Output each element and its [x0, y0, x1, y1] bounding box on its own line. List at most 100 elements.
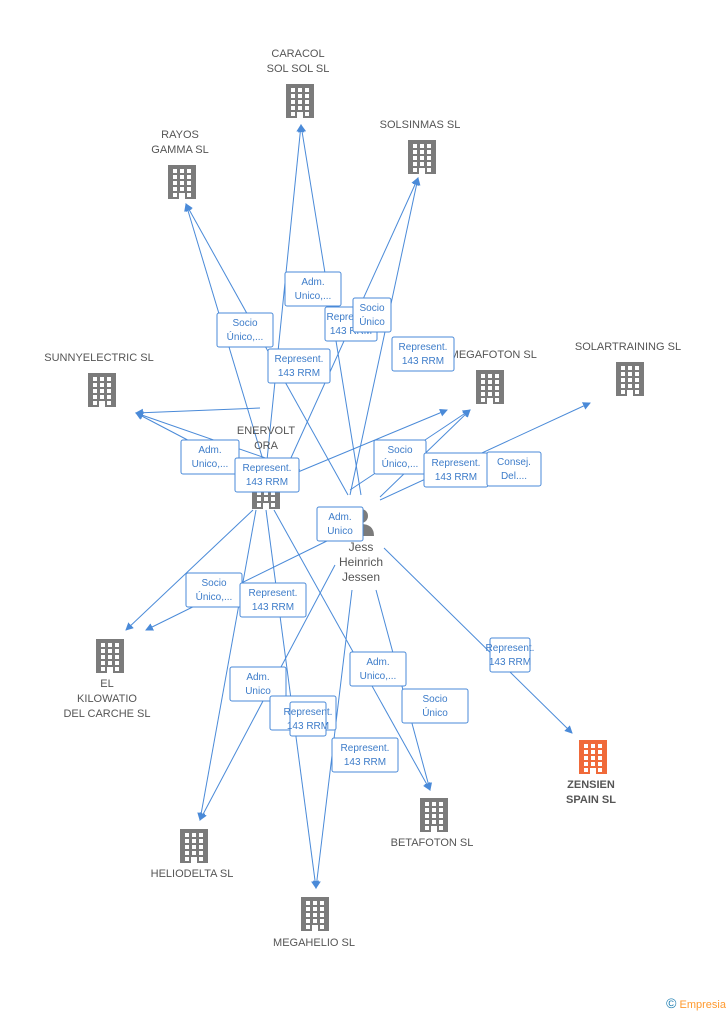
building-icon-megahelio[interactable] — [301, 897, 329, 931]
company-label-megahelio[interactable]: MEGAHELIO SL — [273, 937, 355, 949]
building-icon-heliodelta[interactable] — [180, 829, 208, 863]
relation-label-19[interactable]: Represent.143 RRM — [486, 637, 535, 673]
relation-label-text: Represent. — [284, 707, 333, 718]
relation-label-text: Unico,... — [295, 291, 332, 302]
relation-label-8[interactable]: SocioÚnico,... — [373, 439, 427, 475]
building-icon-sunnyelectric[interactable] — [88, 373, 116, 407]
relation-label-text: Del.... — [501, 471, 527, 482]
company-label-line: SPAIN SL — [566, 794, 616, 806]
relation-edge-8 — [135, 407, 261, 417]
relation-label-12[interactable]: SocioÚnico,... — [185, 572, 243, 608]
relation-label-text: Unico — [245, 686, 271, 697]
building-icon-solartraining[interactable] — [616, 362, 644, 396]
relation-edge-18 — [273, 509, 431, 791]
person-name-line: Jess — [349, 540, 374, 554]
relation-label-7[interactable]: Represent.143 RRM — [234, 457, 300, 493]
relation-label-text: Adm. — [328, 512, 351, 523]
relation-label-text: 143 RRM — [278, 368, 320, 379]
footer-brand[interactable]: © Empresia — [666, 995, 726, 1011]
company-label-solsinmas[interactable]: SOLSINMAS SL — [380, 119, 461, 131]
relation-label-6[interactable]: Adm. Unico,... — [180, 439, 240, 475]
building-icon-betafoton[interactable] — [420, 798, 448, 832]
relation-label-text: Socio — [232, 318, 257, 329]
relation-label-text: Represent. — [399, 342, 448, 353]
relation-label-text: 143 RRM — [252, 602, 294, 613]
company-label-line: BETAFOTON SL — [391, 837, 474, 849]
relation-label-text: Represent. — [327, 312, 376, 323]
relation-label-10[interactable]: Consej. Del.... — [486, 451, 542, 487]
relation-label-17[interactable]: Represent. 143 RRM — [284, 701, 333, 737]
person-name-line: Jessen — [342, 570, 380, 584]
building-icon-solsinmas[interactable] — [408, 140, 436, 174]
relation-edge-4 — [349, 177, 421, 496]
relation-label-text: Adm. — [301, 277, 324, 288]
relation-label-20[interactable]: Represent. 143 RRM — [331, 737, 399, 773]
relation-label-text: Único — [359, 315, 385, 328]
relation-edge-15 — [383, 547, 573, 734]
relation-label-text: Adm. — [366, 657, 389, 668]
relation-label-text: Unico,... — [192, 459, 229, 470]
relation-label-text: 143 RRM — [330, 326, 372, 337]
relation-label-text: Adm. — [246, 672, 269, 683]
relation-label-14[interactable]: Adm. Unico — [229, 666, 287, 702]
building-icon-omegafoton[interactable] — [476, 370, 504, 404]
relation-label-text: Consej. — [497, 457, 531, 468]
company-label-line: ZENSIEN — [567, 779, 615, 791]
relation-label-text: Único,... — [227, 330, 264, 343]
relation-label-text: Represent. — [275, 354, 324, 365]
relation-label-text: Único,... — [382, 457, 419, 470]
relation-label-text: Represent. — [432, 458, 481, 469]
company-label-line: SUNNYELECTRIC SL — [44, 352, 153, 364]
company-label-line: MEGAHELIO SL — [273, 937, 355, 949]
relation-label-text: 143 RRM — [402, 356, 444, 367]
relation-label-9[interactable]: Represent. 143 RRM — [423, 452, 489, 488]
relation-label-0[interactable]: Adm. Unico,... — [284, 271, 342, 307]
relation-label-text: Único — [422, 706, 448, 719]
company-label-betafoton[interactable]: BETAFOTON SL — [391, 837, 474, 849]
relation-label-text: 143 RRM — [489, 657, 531, 668]
company-label-heliodelta[interactable]: HELIODELTA SL — [151, 868, 234, 880]
company-label-omegafoton[interactable]: OMEGAFOTON SL — [441, 349, 537, 361]
company-label-line: DEL CARCHE SL — [63, 708, 150, 720]
relation-label-text: Represent. — [249, 588, 298, 599]
person-name-line: Heinrich — [339, 555, 383, 569]
company-label-line: GAMMA SL — [151, 144, 208, 156]
relation-label-13[interactable]: Represent. 143 RRM — [239, 582, 307, 618]
relation-label-text: Único,... — [196, 590, 233, 603]
building-icon-zensien[interactable] — [579, 740, 607, 774]
relation-label-text: 143 RRM — [435, 472, 477, 483]
company-label-line: EL — [100, 678, 113, 690]
company-label-zensien[interactable]: ZENSIEN SPAIN SL — [566, 779, 616, 806]
relation-label-text: Socio — [422, 694, 447, 705]
company-label-line: HELIODELTA SL — [151, 868, 234, 880]
company-label-sunnyelectric[interactable]: SUNNYELECTRIC SL — [44, 352, 153, 364]
relation-label-11[interactable]: Adm.Unico — [316, 506, 364, 542]
building-icon-rayos[interactable] — [168, 165, 196, 199]
relation-label-text: Represent. — [341, 743, 390, 754]
relation-edge-12 — [379, 402, 591, 501]
relation-label-5[interactable]: Represent. 143 RRM — [267, 348, 331, 384]
company-label-line: CARACOL — [271, 48, 324, 60]
brand-name: Empresia — [679, 999, 726, 1011]
company-label-kilowatio[interactable]: EL KILOWATIO DEL CARCHE SL — [63, 678, 150, 720]
relation-label-15[interactable]: Adm.Unico,... — [349, 651, 407, 687]
relation-label-text: 143 RRM — [344, 757, 386, 768]
building-icon-caracol[interactable] — [286, 84, 314, 118]
relation-edge-20 — [197, 509, 257, 821]
relation-label-3[interactable]: Represent. 143 RRM — [391, 336, 455, 372]
building-icon-kilowatio[interactable] — [96, 639, 124, 673]
relation-label-text: Adm. — [198, 445, 221, 456]
company-label-line: KILOWATIO — [77, 693, 137, 705]
relation-label-4[interactable]: SocioÚnico,... — [216, 312, 274, 348]
relation-label-text: Socio — [359, 303, 384, 314]
relation-label-text: 143 RRM — [287, 721, 329, 732]
company-label-solartraining[interactable]: SOLARTRAINING SL — [575, 341, 681, 353]
relation-label-text: Socio — [201, 578, 226, 589]
